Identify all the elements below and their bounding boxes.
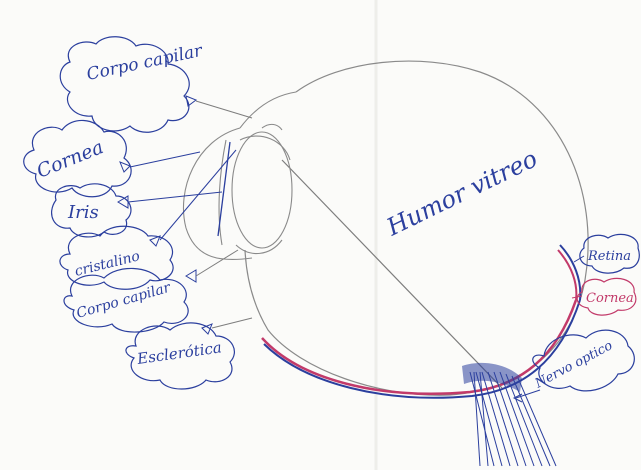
arrow-head (186, 270, 196, 282)
label-humor-vitreo: Humor vitreo (381, 144, 541, 241)
callout-cornea-left: Cornea (24, 120, 200, 196)
label-corpo-capilar-top: Corpo capilar (85, 41, 205, 85)
label-cornea-right: Cornea (586, 291, 634, 306)
callout-iris: Iris (52, 184, 222, 237)
leader-line (128, 192, 222, 202)
leader-line (574, 256, 584, 262)
leader-line (130, 152, 200, 167)
leader-line (212, 318, 252, 328)
lens-outline (232, 132, 292, 248)
ciliary-body-top (262, 124, 282, 130)
label-retina: Retina (587, 249, 631, 264)
callout-corpo-capilar-top: Corpo capilar (60, 37, 252, 133)
label-cornea-left: Cornea (34, 136, 107, 183)
leader-line (196, 250, 238, 276)
label-iris: Iris (67, 202, 99, 223)
callout-esclerotica: Esclerótica (126, 318, 252, 389)
anterior-segment (183, 92, 296, 260)
leader-line (160, 150, 236, 240)
label-nervo-optico: Nervo optico (532, 338, 615, 392)
callout-retina: Retina (574, 234, 639, 273)
choroid-band-right (558, 250, 576, 300)
label-esclerotica: Esclerótica (135, 338, 223, 368)
upper-junction (240, 92, 296, 128)
retina-band (264, 300, 580, 398)
arrow-head (150, 236, 160, 246)
arrow-head (186, 96, 196, 106)
leader-line (196, 101, 252, 118)
choroid-band (262, 300, 576, 394)
